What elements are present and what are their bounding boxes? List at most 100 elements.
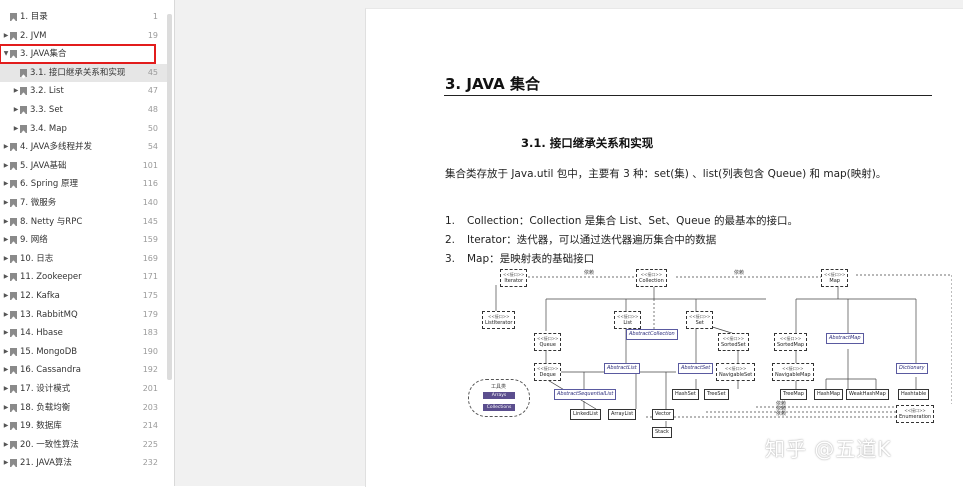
outline-item-label: 3.3. Set xyxy=(30,105,63,115)
list-item: 2.Iterator：迭代器，可以通过迭代器遍历集合中的数据 xyxy=(445,232,716,247)
caret-right-icon[interactable]: ▶ xyxy=(3,422,9,430)
caret-right-icon[interactable]: ▶ xyxy=(3,254,9,262)
outline-item-page: 175 xyxy=(142,291,158,300)
caret-right-icon[interactable]: ▶ xyxy=(3,236,9,244)
abstractlist-node: AbstractList xyxy=(604,363,640,374)
caret-right-icon[interactable]: ▶ xyxy=(13,124,19,132)
caret-right-icon[interactable]: ▶ xyxy=(3,217,9,225)
iterator-node: <<接口>>Iterator xyxy=(500,269,528,287)
caret-right-icon[interactable]: ▶ xyxy=(3,403,9,411)
node-label: WeakHashMap xyxy=(849,391,886,397)
bookmark-icon xyxy=(10,366,17,375)
node-stereotype: <<接口>> xyxy=(724,366,747,371)
outline-item[interactable]: ▼3. JAVA集合 xyxy=(0,44,156,65)
node-label: Stack xyxy=(655,429,669,435)
bookmark-icon xyxy=(10,31,17,40)
caret-right-icon[interactable]: ▶ xyxy=(3,31,9,39)
caret-right-icon[interactable]: ▶ xyxy=(3,440,9,448)
caret-right-icon[interactable]: ▶ xyxy=(3,347,9,355)
caret-right-icon[interactable]: ▶ xyxy=(3,273,9,281)
node-label: Iterator xyxy=(504,278,524,284)
node-stereotype: <<接口>> xyxy=(640,272,663,277)
node-stereotype: <<接口>> xyxy=(824,272,846,277)
node-stereotype: <<接口>> xyxy=(904,408,926,413)
caret-right-icon[interactable]: ▶ xyxy=(13,106,19,113)
outline-item-label: 5. JAVA基础 xyxy=(20,160,67,171)
abstractsequentiallist-node: AbstractSequentialList xyxy=(554,389,617,400)
bookmark-icon xyxy=(10,347,17,356)
outline-item-page: 47 xyxy=(147,86,158,96)
list-item: 1.Collection：Collection 是集合 List、Set、Que… xyxy=(445,213,798,228)
node-label: AbstractSequentialList xyxy=(557,391,614,397)
tools-legend: 工具类 Arrays Collections xyxy=(468,379,530,417)
list-node: <<接口>>List xyxy=(614,311,642,329)
caret-right-icon[interactable]: ▶ xyxy=(3,366,9,374)
caret-right-icon[interactable]: ▶ xyxy=(3,161,9,169)
edge-label: 依赖 xyxy=(776,405,786,412)
edge-label: 依赖 xyxy=(584,269,594,276)
node-label: Deque xyxy=(539,372,556,378)
outline-scrollbar[interactable] xyxy=(167,14,172,380)
outline-item-page: 192 xyxy=(142,365,158,375)
dictionary-node: Dictionary xyxy=(896,363,928,374)
node-label: AbstractCollection xyxy=(629,331,675,337)
legend-title: 工具类 xyxy=(491,384,507,390)
bookmark-icon xyxy=(10,50,17,59)
collection-node: <<接口>>Collection xyxy=(636,269,667,287)
chapter-title-rule xyxy=(444,95,932,96)
caret-right-icon[interactable]: ▶ xyxy=(3,292,9,299)
outline-item-page: 50 xyxy=(147,123,158,133)
bookmark-icon xyxy=(10,13,17,21)
caret-down-icon[interactable]: ▼ xyxy=(3,50,9,58)
caret-right-icon[interactable]: ▶ xyxy=(13,87,19,95)
navigableset-node: <<接口>>NavigableSet xyxy=(716,363,756,381)
caret-right-icon[interactable]: ▶ xyxy=(3,180,9,188)
page-gutter xyxy=(175,0,365,486)
outline-item-page: 48 xyxy=(147,105,158,114)
outline-item-label: 1. 目录 xyxy=(20,12,48,22)
caret-right-icon[interactable]: ▶ xyxy=(3,199,9,206)
outline-item-page: 140 xyxy=(142,198,158,207)
queue-node: <<接口>>Queue xyxy=(534,333,562,351)
caret-right-icon[interactable]: ▶ xyxy=(3,310,9,318)
node-label: Collection xyxy=(639,278,664,284)
caret-right-icon[interactable]: ▶ xyxy=(3,143,9,151)
listiterator-node: <<接口>>ListIterator xyxy=(482,311,516,329)
node-stereotype: <<接口>> xyxy=(537,366,559,371)
outline-item-page: 183 xyxy=(142,328,158,338)
outline-item-page: 225 xyxy=(142,439,158,449)
caret-right-icon[interactable]: ▶ xyxy=(3,459,9,467)
outline-item[interactable]: ▶ 3.3. Set 48 xyxy=(0,101,170,119)
node-label: Map xyxy=(829,278,840,284)
deque-node: <<接口>>Deque xyxy=(534,363,562,381)
hashtable-node: Hashtable xyxy=(898,389,930,400)
outline-item-page: 145 xyxy=(142,216,158,226)
node-label: TreeMap xyxy=(783,391,804,397)
caret-right-icon[interactable]: ▶ xyxy=(3,329,9,337)
bookmark-icon xyxy=(10,403,17,412)
caret-right-icon[interactable]: ▶ xyxy=(3,385,9,392)
